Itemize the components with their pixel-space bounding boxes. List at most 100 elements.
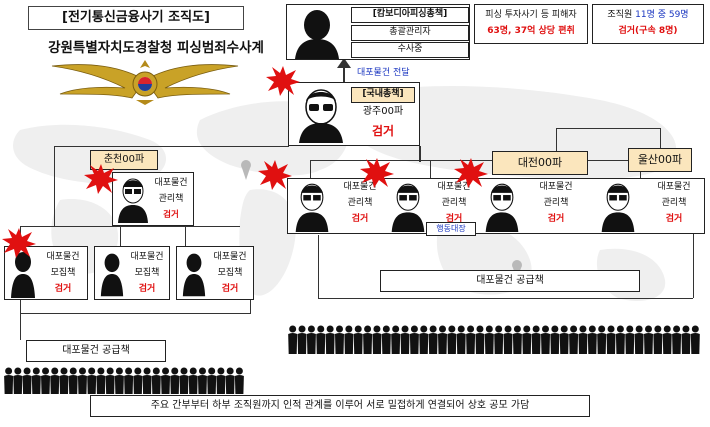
person-figure-icon: [234, 367, 244, 394]
person-silhouette-icon: [182, 253, 206, 297]
recruiter-role2: 모집책: [50, 268, 76, 278]
person-figure-icon: [87, 367, 97, 394]
person-figure-icon: [419, 325, 429, 354]
recruiter-role1: 대포물건: [130, 252, 164, 262]
person-figure-icon: [466, 325, 476, 354]
member-stats-box: 조직원 11명 중 59명 검거(구속 8명): [592, 4, 704, 44]
recruiter-box-1: 대포물건 모집책 검거: [4, 246, 88, 300]
person-figure-icon: [114, 367, 124, 394]
police-emblem-logo: [51, 60, 239, 105]
person-figure-icon: [363, 325, 373, 354]
recruiter-role1: 대포물건: [46, 252, 80, 262]
suppliers-crowd-right: [288, 325, 700, 354]
connector: [556, 128, 660, 129]
supplier-box-right: 대포물건 공급책: [380, 270, 640, 292]
member-stats-line1: 조직원 11명 중 59명: [593, 9, 703, 22]
recruiter-status: 검거: [138, 284, 156, 294]
person-figure-icon: [353, 325, 363, 354]
manager-role2: 관리책: [661, 198, 687, 208]
person-figure-icon: [606, 325, 616, 354]
person-figure-icon: [381, 325, 391, 354]
connector: [20, 226, 240, 227]
person-glasses-icon: [295, 183, 329, 232]
person-figure-icon: [615, 325, 625, 354]
person-figure-icon: [447, 325, 457, 354]
person-figure-icon: [306, 325, 316, 354]
connector: [20, 313, 250, 314]
page-title: [전기통신금융사기 조직도]: [28, 6, 244, 30]
overseas-boss-status: 수사중: [351, 42, 469, 58]
managers-row: 대포물건 관리책 검거 대포물건 관리책 검거 대포물건 관리책 검거 대포물건…: [287, 178, 705, 234]
person-figure-icon: [587, 325, 597, 354]
arrest-burst-icon: [454, 158, 488, 188]
manager-role2: 관리책: [543, 198, 569, 208]
suppliers-crowd-left: [4, 367, 244, 394]
connector: [660, 128, 661, 150]
person-figure-icon: [161, 367, 171, 394]
supplier-box-left: 대포물건 공급책: [26, 340, 166, 362]
person-figure-icon: [216, 367, 226, 394]
left-manager-role2: 관리책: [158, 194, 184, 204]
connector: [430, 160, 431, 178]
delivery-note: 대포물건 전달: [357, 68, 410, 78]
person-figure-icon: [634, 325, 644, 354]
person-figure-icon: [484, 325, 494, 354]
person-figure-icon: [372, 325, 382, 354]
person-figure-icon: [672, 325, 682, 354]
manager-role1: 대포물건: [539, 182, 573, 192]
arrest-burst-icon: [84, 164, 118, 194]
person-figure-icon: [124, 367, 134, 394]
person-figure-icon: [531, 325, 541, 354]
person-figure-icon: [207, 367, 217, 394]
arrest-burst-icon: [258, 160, 292, 190]
person-figure-icon: [662, 325, 672, 354]
person-glasses-icon: [391, 183, 425, 232]
damage-info-line1: 피싱 투자사기 등 피해자: [485, 10, 577, 20]
arrest-burst-icon: [360, 158, 394, 188]
person-figure-icon: [59, 367, 69, 394]
person-figure-icon: [400, 325, 410, 354]
person-figure-icon: [4, 367, 14, 394]
domestic-boss-name: 광주00파: [362, 106, 404, 117]
person-figure-icon: [409, 325, 419, 354]
manager-role1: 대포물건: [657, 182, 691, 192]
person-figure-icon: [335, 325, 344, 354]
person-figure-icon: [297, 325, 307, 354]
group-label-daejeon: 대전00파: [492, 151, 588, 175]
manager-role1: 대포물건: [343, 182, 377, 192]
damage-info-line2: 63명, 37억 상당 편취: [487, 26, 575, 36]
person-figure-icon: [578, 325, 588, 354]
person-figure-icon: [522, 325, 532, 354]
person-glasses-icon: [299, 89, 343, 143]
connector: [419, 146, 421, 162]
person-silhouette-icon: [11, 252, 35, 298]
manager-role2: 관리책: [347, 198, 373, 208]
overseas-boss-role: 총괄관리자: [351, 25, 469, 41]
person-figure-icon: [597, 325, 607, 354]
person-figure-icon: [428, 325, 438, 354]
footer-note: 주요 간부부터 하부 조직원까지 인적 관계를 이루어 서로 밀접하게 연결되어…: [90, 395, 590, 417]
person-silhouette-icon: [295, 10, 339, 59]
person-figure-icon: [690, 325, 700, 354]
arrow-up-icon: [337, 58, 351, 68]
member-stats-arrest: 검거(구속 8명): [618, 26, 678, 36]
person-figure-icon: [105, 367, 115, 394]
person-figure-icon: [391, 325, 401, 354]
group-label-chuncheon: 춘천00파: [90, 150, 158, 170]
action-leader-note: 행동대장: [426, 222, 476, 236]
person-figure-icon: [170, 367, 180, 394]
group-label-ulsan: 울산00파: [628, 148, 692, 172]
arrest-burst-icon: [266, 66, 300, 96]
connector: [250, 300, 251, 314]
person-figure-icon: [344, 325, 354, 354]
connector: [54, 146, 289, 147]
person-figure-icon: [494, 325, 504, 354]
recruiter-role2: 모집책: [217, 268, 243, 278]
person-figure-icon: [541, 325, 550, 354]
recruiter-role2: 모집책: [134, 268, 160, 278]
person-figure-icon: [50, 367, 60, 394]
overseas-boss-title: [캄보디아피싱총책]: [351, 7, 469, 23]
left-manager-status: 검거: [163, 210, 179, 220]
person-figure-icon: [288, 325, 298, 354]
manager-role2: 관리책: [441, 198, 467, 208]
